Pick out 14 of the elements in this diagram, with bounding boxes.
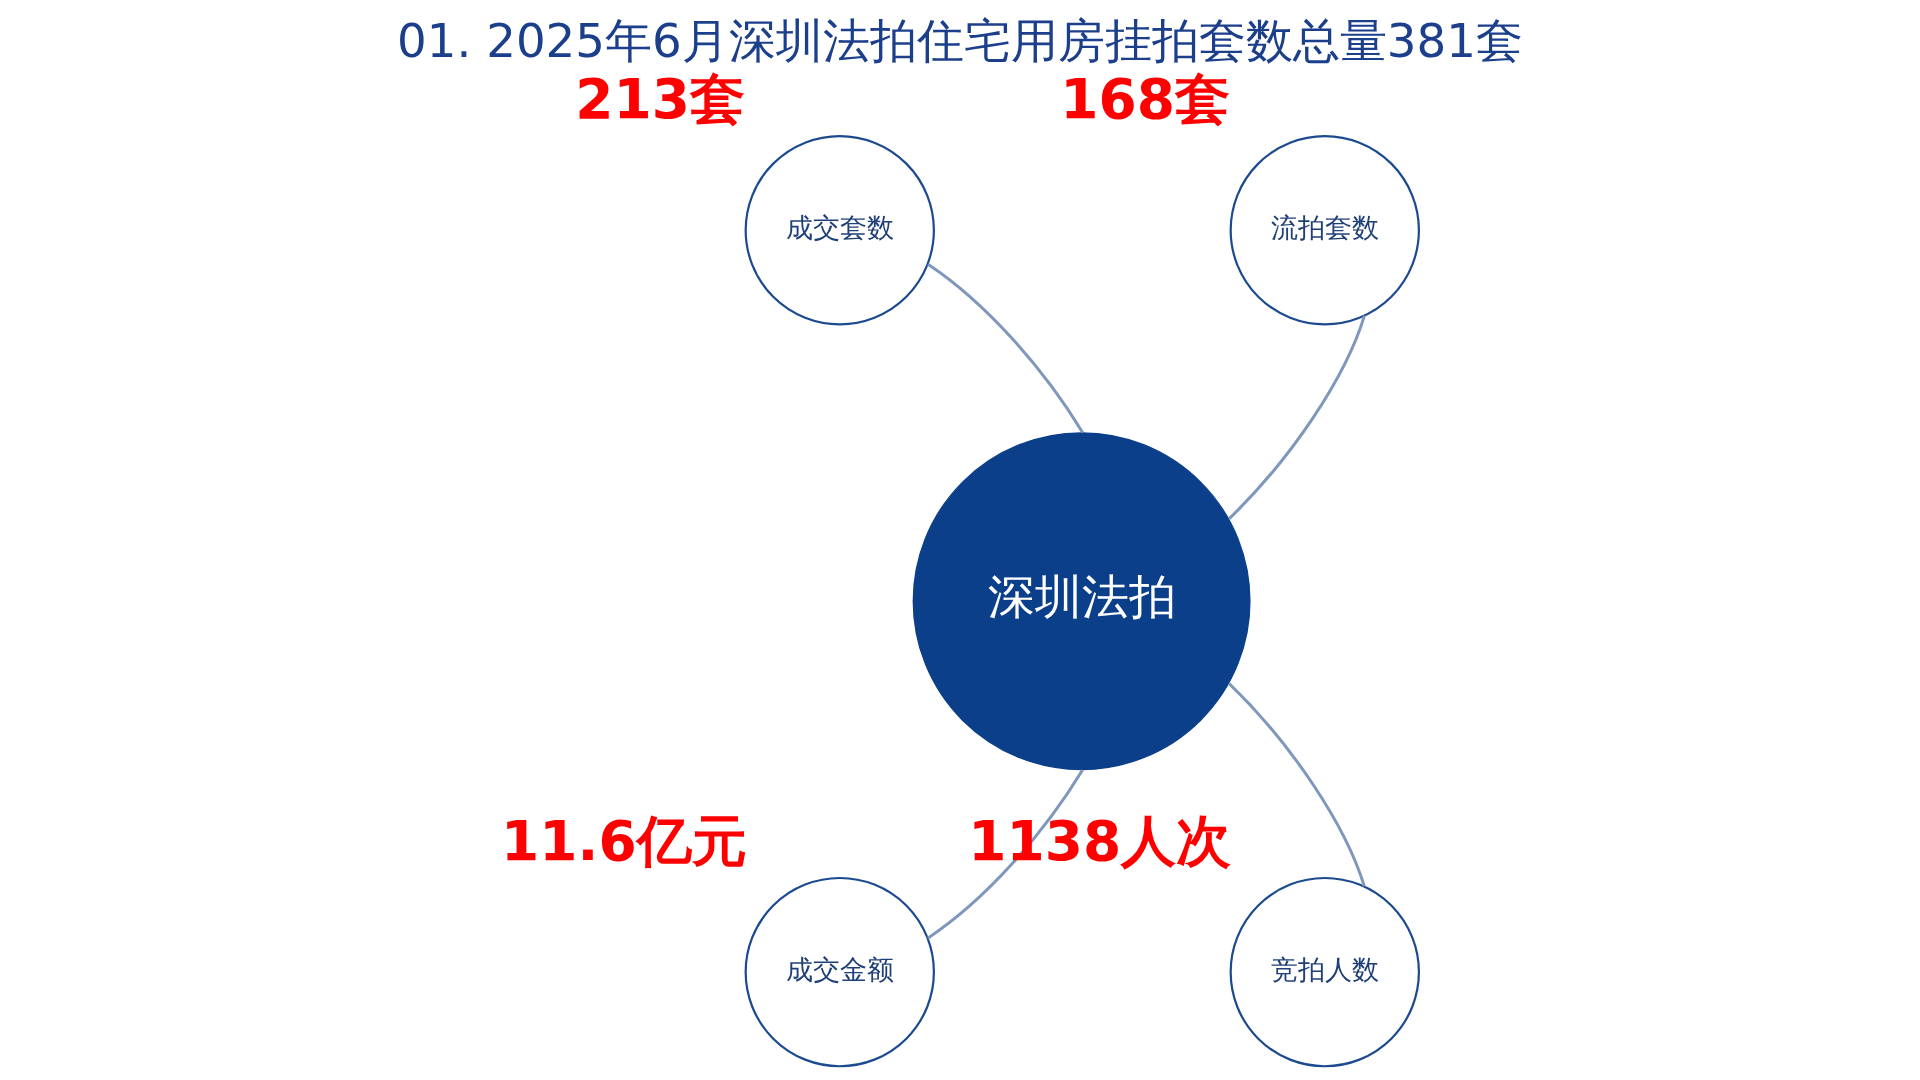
node-label: 1138人次 (968, 809, 1232, 874)
node-label: 168套 (1060, 67, 1230, 132)
node-circle: 成交套数 (744, 134, 935, 326)
diagram-title: 01. 2025年6月深圳法拍住宅用房挂拍套数总量381套 (397, 13, 1523, 68)
node-circle: 竞拍人数 (1229, 876, 1420, 1068)
connector (927, 263, 1084, 434)
connector (1227, 682, 1366, 887)
node-circle: 深圳法拍 (912, 432, 1251, 771)
connector (1228, 315, 1366, 520)
node-circle: 成交金额 (744, 876, 935, 1068)
node-label: 11.6亿元 (501, 809, 747, 874)
node-circle: 流拍套数 (1229, 134, 1420, 326)
connector (926, 769, 1084, 940)
node-label: 213套 (575, 67, 745, 132)
